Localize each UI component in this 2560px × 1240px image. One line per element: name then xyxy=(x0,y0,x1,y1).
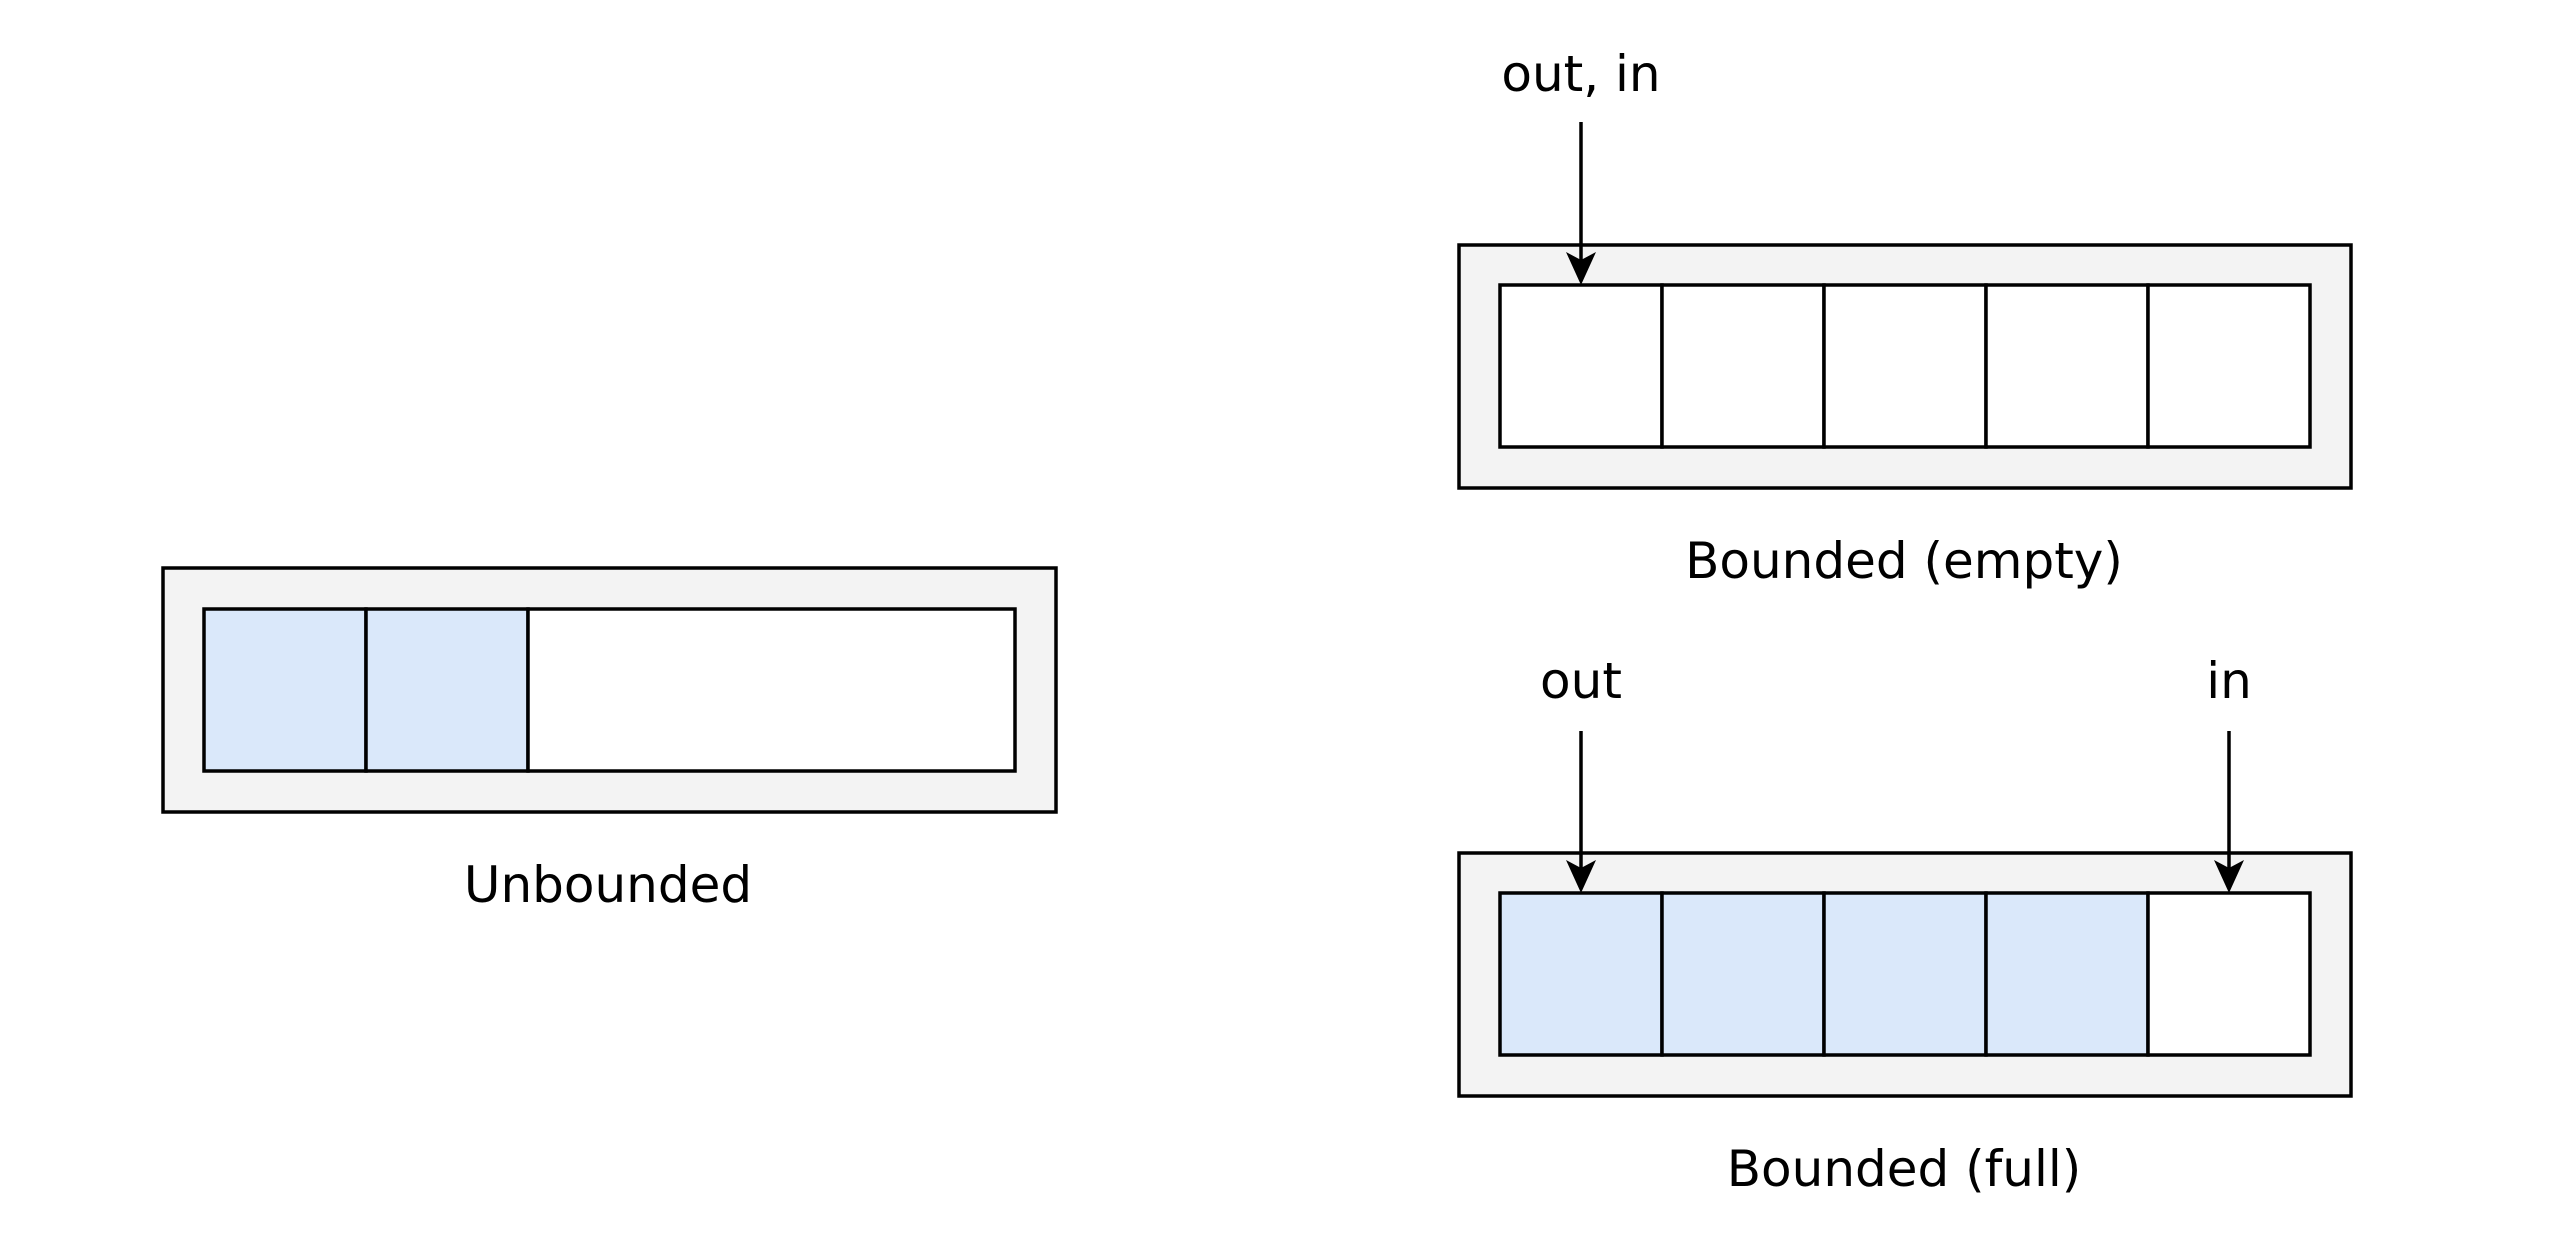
bounded-full-caption: Bounded (full) xyxy=(1727,1140,2082,1198)
bounded-full-pointer-out: out xyxy=(1540,652,1622,893)
bounded-empty-queue: out, in Bounded (empty) xyxy=(1457,45,2353,590)
bounded-full-cell xyxy=(2146,891,2312,1057)
bounded-empty-pointer-out-in: out, in xyxy=(1501,45,1661,285)
bounded-empty-cell xyxy=(1498,283,1664,449)
pointer-label-out-in: out, in xyxy=(1501,45,1660,103)
bounded-full-pointer-in: in xyxy=(2206,652,2252,893)
bounded-full-cell xyxy=(1660,891,1826,1057)
bounded-empty-caption: Bounded (empty) xyxy=(1685,532,2123,590)
bounded-empty-cell xyxy=(2146,283,2312,449)
pointer-label-in: in xyxy=(2206,652,2252,710)
arrow-down-icon xyxy=(1566,252,1596,285)
unbounded-open-region xyxy=(526,607,1017,773)
bounded-full-cell xyxy=(1822,891,1988,1057)
arrow-down-icon xyxy=(1566,860,1596,893)
unbounded-caption: Unbounded xyxy=(464,856,752,914)
bounded-full-cell xyxy=(1498,891,1664,1057)
arrow-down-icon xyxy=(2214,860,2244,893)
bounded-empty-cell xyxy=(1660,283,1826,449)
bounded-full-queue: out in Bounded (full) xyxy=(1457,652,2353,1198)
unbounded-queue: Unbounded xyxy=(161,566,1058,914)
unbounded-cell-2 xyxy=(364,607,530,773)
bounded-full-cell xyxy=(1984,891,2150,1057)
unbounded-cell-1 xyxy=(202,607,368,773)
pointer-label-out: out xyxy=(1540,652,1622,710)
bounded-empty-cell xyxy=(1822,283,1988,449)
bounded-empty-cell xyxy=(1984,283,2150,449)
